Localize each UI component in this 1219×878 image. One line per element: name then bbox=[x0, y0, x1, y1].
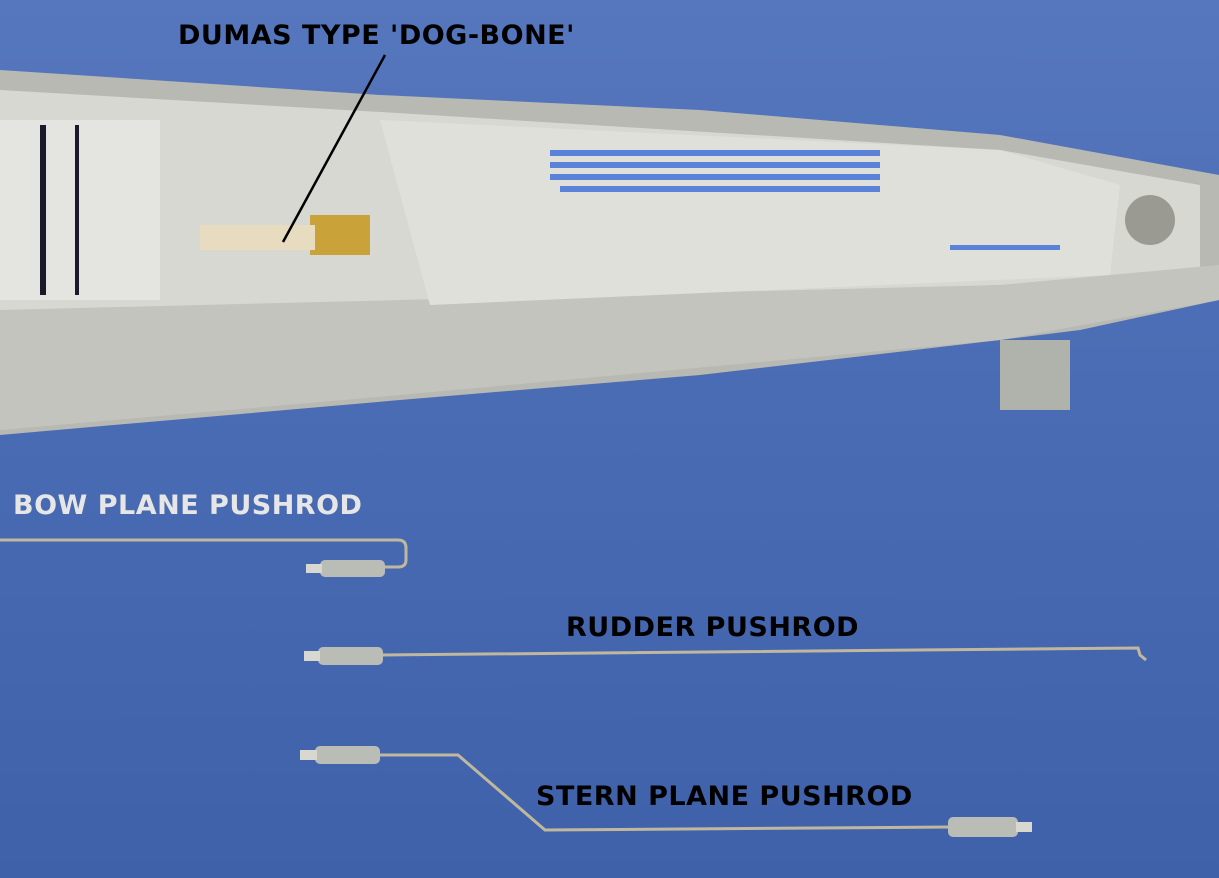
bow-plane-pushrod-label: BOW PLANE PUSHROD bbox=[13, 490, 363, 521]
dog-bone-pointer-line bbox=[281, 54, 387, 243]
dog-bone-label: DUMAS TYPE 'DOG-BONE' bbox=[178, 20, 575, 51]
stern-plane-pushrod bbox=[300, 746, 1032, 837]
brass-coupling bbox=[310, 215, 370, 255]
stern-plane-pushrod-label: STERN PLANE PUSHROD bbox=[536, 781, 913, 812]
rudder-pushrod-label: RUDDER PUSHROD bbox=[566, 612, 860, 643]
rudder-fin bbox=[1000, 340, 1070, 410]
rudder-pushrod bbox=[304, 646, 1147, 665]
gear bbox=[1125, 195, 1175, 245]
submarine-hull bbox=[0, 70, 1219, 435]
dog-bone-coupling bbox=[200, 225, 315, 250]
bow-plane-pushrod bbox=[0, 538, 408, 577]
motor-cylinder bbox=[0, 120, 160, 300]
